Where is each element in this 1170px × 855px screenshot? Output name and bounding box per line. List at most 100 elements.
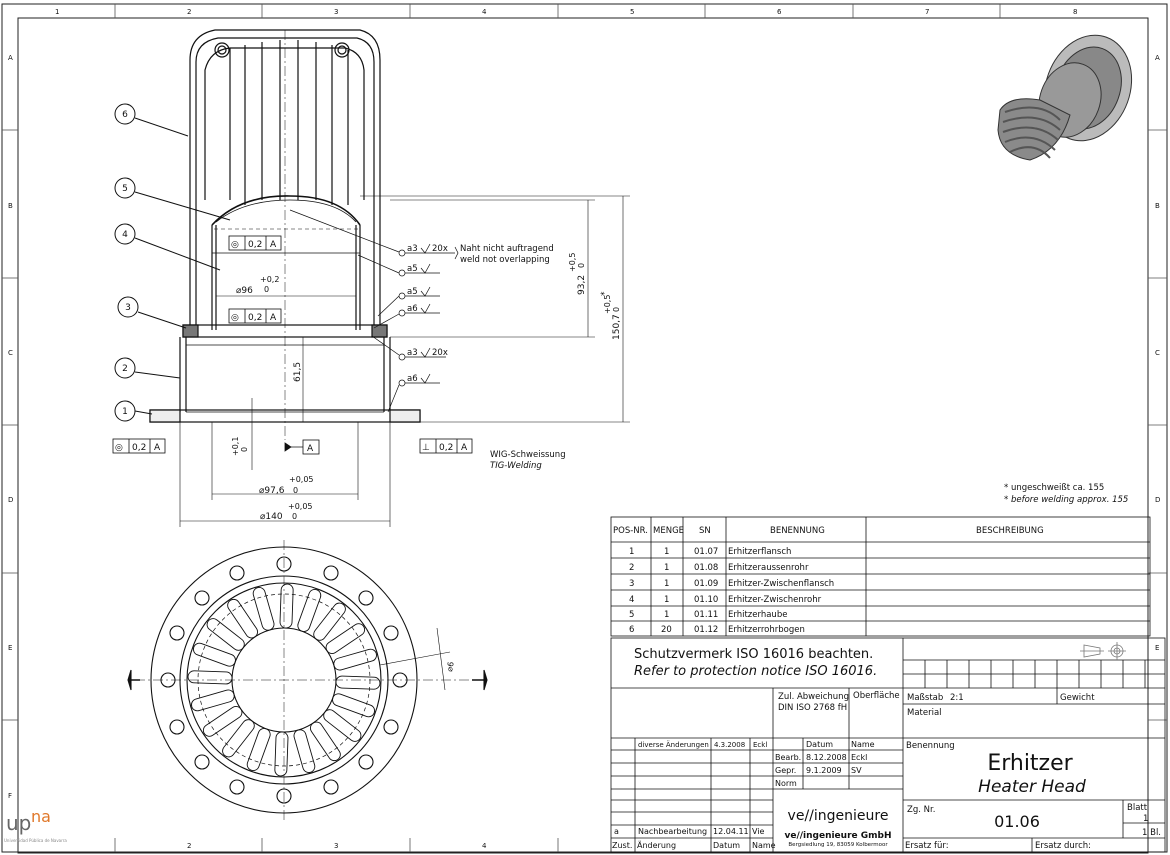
balloon-labels: 6 5 4 3 2 1 — [122, 110, 131, 417]
weld-2-size: a5 — [407, 264, 418, 274]
balloon-label-4: 4 — [122, 230, 128, 240]
balloon-label-1: 1 — [122, 407, 128, 417]
weld-process-en: TIG-Welding — [490, 461, 542, 471]
parts-table: POS-NR. MENGE SN BENENNUNG BESCHREIBUNG … — [613, 526, 1044, 635]
row-label-e-right: E — [1155, 644, 1159, 652]
row-label-f: F — [8, 792, 12, 800]
parts-r4-qty: 1 — [664, 595, 669, 605]
row-label-b: B — [8, 202, 13, 210]
isometric-render — [997, 34, 1133, 161]
parts-r5-qty: 1 — [664, 610, 669, 620]
weld-5-size: a3 — [407, 348, 418, 358]
rev-a-date: 12.04.11 — [713, 827, 749, 836]
weld-1-note-en: weld not overlapping — [460, 255, 550, 265]
weld-1-count: 20x — [432, 244, 448, 254]
rev-header-name: Name — [752, 841, 776, 850]
col-label-6: 6 — [777, 8, 782, 16]
position-balloons — [114, 103, 231, 422]
note-de: * ungeschweißt ca. 155 — [1004, 483, 1104, 493]
zone-column-markers — [2, 4, 1167, 852]
dim-h93-lower: 0 — [577, 263, 586, 268]
row-label-c: C — [8, 349, 13, 357]
dim-h93: 93,2 — [577, 275, 587, 295]
datum-a-label: A — [307, 444, 314, 454]
projection-symbol — [1080, 642, 1126, 660]
parts-r3-name: Erhitzer-Zwischenflansch — [728, 579, 834, 589]
title-block-grid — [610, 637, 1166, 853]
tolerance-standard: DIN ISO 2768 fH — [778, 703, 847, 713]
rev-a-mark: a — [614, 827, 619, 836]
logo-na: na — [31, 807, 51, 826]
parts-header-name: BENENNUNG — [770, 526, 825, 536]
balloon-4 — [114, 223, 136, 245]
rev-header-date: Datum — [713, 841, 740, 850]
parts-table-grid — [610, 516, 1151, 637]
col-label-2: 2 — [187, 8, 191, 16]
fcf2-symbol: ◎ — [231, 313, 239, 323]
rev1-date: 4.3.2008 — [714, 741, 745, 749]
fcf2-value: 0,2 — [248, 313, 262, 323]
parts-r5-name: Erhitzerhaube — [728, 610, 787, 620]
drawing-title-de: Erhitzer — [987, 751, 1073, 776]
protection-notice-de: Schutzvermerk ISO 16016 beachten. — [634, 647, 873, 662]
weld-process-de: WIG-Schweissung — [490, 450, 566, 460]
norm-label: Norm — [775, 779, 797, 788]
bottom-col-label-2: 2 — [187, 842, 191, 850]
col-label-5: 5 — [630, 8, 634, 16]
title-block: Schutzvermerk ISO 16016 beachten. Refer … — [612, 647, 1161, 851]
row-label-a-right: A — [1155, 54, 1160, 62]
parts-r4-pos: 4 — [629, 595, 634, 605]
row-label-a: A — [8, 54, 13, 62]
dim-h150-upper: +0,5 — [603, 295, 612, 314]
material-label: Material — [907, 708, 942, 718]
surface-label: Oberfläche — [853, 691, 900, 701]
dim-d140: ⌀140 — [260, 512, 283, 522]
checked-name: SV — [851, 766, 862, 775]
drawing-no: 01.06 — [994, 812, 1040, 831]
parts-r3-pos: 3 — [629, 579, 634, 589]
dim-d140-upper: +0,05 — [288, 502, 313, 511]
parts-r6-qty: 20 — [661, 625, 672, 635]
fcf3-value: 0,2 — [132, 443, 146, 453]
bottom-col-label-3: 3 — [334, 842, 338, 850]
balloon-label-3: 3 — [125, 303, 131, 313]
parts-r1-pos: 1 — [629, 547, 634, 557]
fcf4-symbol: ⊥ — [422, 443, 430, 453]
tolerance-label: Zul. Abweichung — [778, 692, 849, 702]
dim-d96-lower: 0 — [264, 285, 269, 294]
parts-r2-pos: 2 — [629, 563, 634, 573]
parts-r1-qty: 1 — [664, 547, 669, 557]
weld-4-size: a6 — [407, 304, 418, 314]
date-col-header: Datum — [806, 740, 833, 749]
parts-header-sn: SN — [699, 526, 711, 536]
bolt-holes — [160, 556, 408, 804]
balloon-6 — [114, 103, 136, 125]
protection-notice-en: Refer to protection notice ISO 16016. — [634, 664, 877, 679]
fcf1-datum: A — [270, 240, 277, 250]
row-label-b-right: B — [1155, 202, 1160, 210]
parts-header-pos: POS-NR. — [613, 526, 648, 536]
sheet-total: 1 Bl. — [1142, 828, 1161, 838]
replaced-by: Ersatz durch: — [1035, 841, 1091, 851]
dimension-texts: ⌀96 +0,2 0 61,5 93,2 +0,5 0 150,7 +0,5 0… — [231, 253, 622, 673]
weld-1-note-de: Naht nicht auftragend — [460, 244, 554, 254]
weld-texts: a3 20x Naht nicht auftragend weld not ov… — [407, 244, 566, 471]
logo-sub: Universidad Pública de Navarra — [4, 838, 67, 843]
section-view — [149, 29, 421, 440]
designation-label: Benennung — [906, 741, 955, 751]
fcf4-datum: A — [461, 443, 468, 453]
checked-date: 9.1.2009 — [806, 766, 842, 775]
fcf3-datum: A — [154, 443, 161, 453]
parts-r3-sn: 01.09 — [694, 579, 718, 589]
balloon-3 — [117, 296, 139, 318]
name-col-header: Name — [851, 740, 875, 749]
row-label-c-right: C — [1155, 349, 1160, 357]
drawing-title-en: Heater Head — [978, 777, 1086, 797]
tolerance-frames — [112, 235, 473, 455]
parts-r3-qty: 1 — [664, 579, 669, 589]
replacement-for: Ersatz für: — [905, 841, 949, 851]
weld-6-size: a6 — [407, 374, 418, 384]
parts-r6-name: Erhitzerrohrbogen — [728, 625, 805, 635]
col-label-3: 3 — [334, 8, 338, 16]
